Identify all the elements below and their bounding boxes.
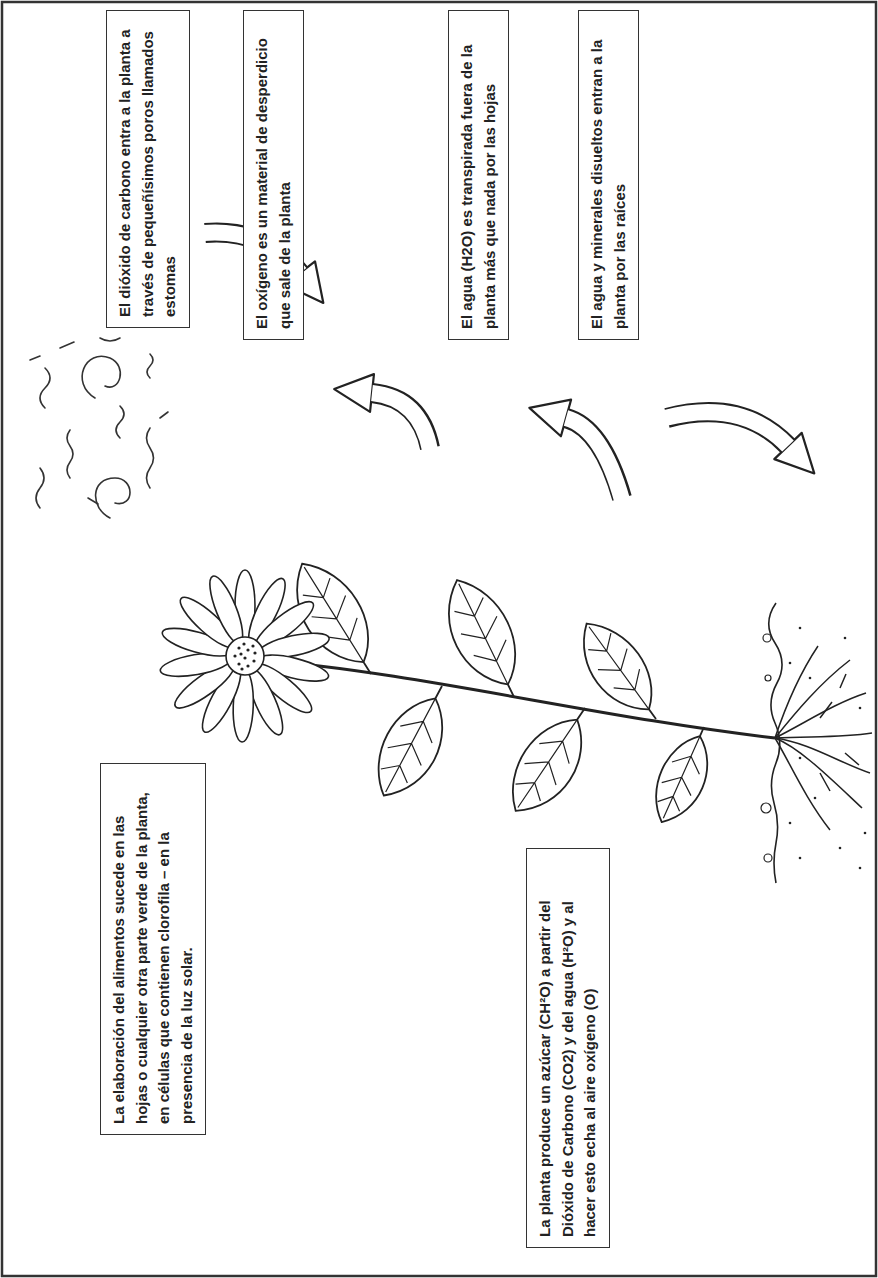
soil-and-roots (761, 603, 872, 883)
box-text: La elaboración del alimentos sucede en l… (108, 774, 198, 1124)
text-box: La elaboración del alimentos sucede en l… (100, 763, 206, 1135)
text-box: La planta produce un azúcar (CH²O) a par… (526, 848, 610, 1248)
plant-stem (262, 660, 775, 738)
box-text: La planta produce un azúcar (CH²O) a par… (534, 859, 602, 1237)
box-text: El dióxido de carbono entra a la planta … (114, 21, 182, 317)
box-text: El agua y minerales disueltos entran a l… (586, 21, 631, 329)
text-box: El oxígeno es un material de desperdicio… (243, 10, 304, 340)
text-box: El dióxido de carbono entra a la planta … (106, 10, 190, 328)
air-squiggles (30, 338, 168, 518)
text-box: El agua y minerales disueltos entran a l… (578, 10, 639, 340)
text-box: El agua (H2O) es transpirada fuera de la… (448, 10, 509, 340)
box-text: El oxígeno es un material de desperdicio… (251, 21, 296, 329)
flower (159, 570, 332, 742)
leaves (277, 549, 725, 831)
box-text: El agua (H2O) es transpirada fuera de la… (456, 21, 501, 329)
